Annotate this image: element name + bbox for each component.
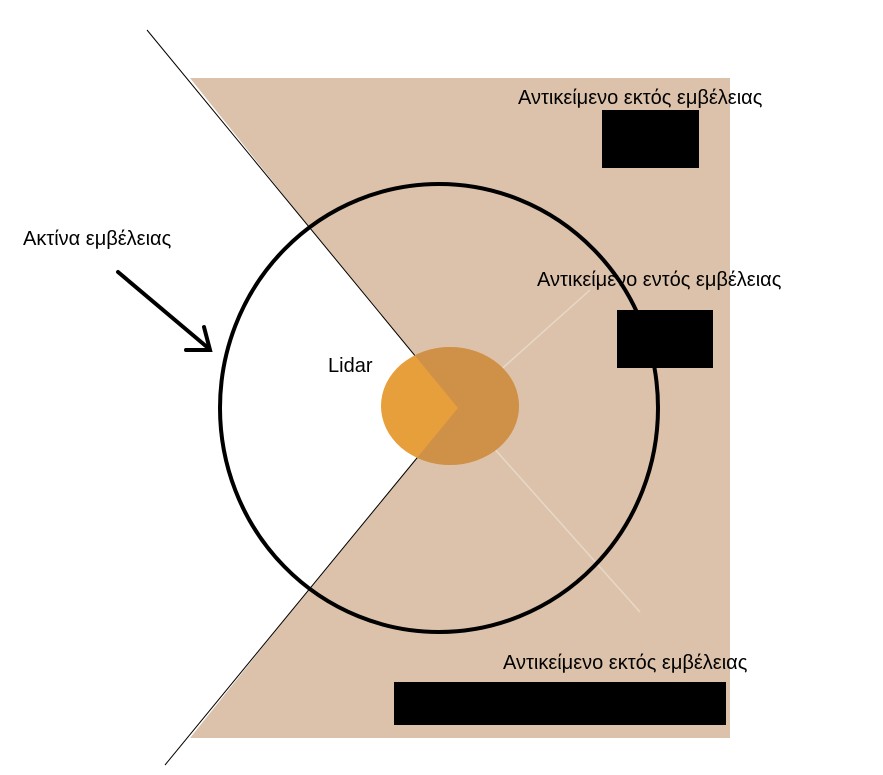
fov-boundary-upper <box>146 29 459 409</box>
range-circle <box>218 182 660 634</box>
object-out-of-range-bottom <box>394 682 726 725</box>
object-out-top-label: Αντικείμενο εκτός εμβέλειας <box>518 87 763 109</box>
object-in-label: Αντικείμενο εντός εμβέλειας <box>537 269 782 291</box>
object-out-of-range-top <box>602 110 699 168</box>
object-in-range <box>617 310 713 368</box>
fov-boundary-lower <box>164 407 459 766</box>
range-radius-label: Ακτίνα εμβέλειας <box>23 228 172 250</box>
lidar-label: Lidar <box>328 355 373 377</box>
object-out-bottom-label: Αντικείμενο εκτός εμβέλειας <box>503 652 748 674</box>
arrow-icon <box>116 270 213 352</box>
